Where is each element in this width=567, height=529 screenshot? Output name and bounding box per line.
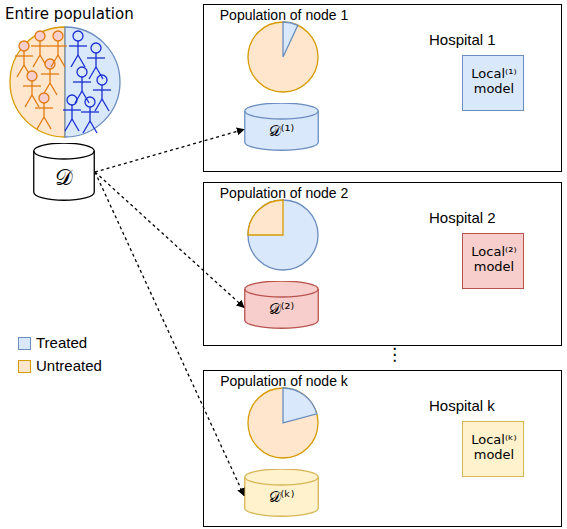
- node-heading: Population of node k: [204, 373, 364, 389]
- ellipsis-mark: ⋮: [386, 345, 406, 365]
- node-box: Population of node 2 Hospital 2 𝒟⁽²⁾ Local⁽…: [203, 182, 562, 346]
- legend-label: Treated: [36, 334, 156, 351]
- model-label: Local⁽²⁾ model: [463, 245, 525, 275]
- pie-chart: [248, 22, 318, 92]
- database-cylinder: 𝒟: [33, 143, 95, 201]
- people-figures: [15, 31, 111, 133]
- model-label: Local⁽ᵏ⁾ model: [463, 433, 525, 463]
- node-box: Population of node k Hospital k 𝒟⁽ᵏ⁾ Local⁽…: [203, 370, 562, 527]
- pie-chart: [248, 388, 318, 458]
- hospital-label: Hospital 2: [429, 209, 539, 226]
- hospital-label: Hospital 1: [429, 31, 539, 48]
- legend-swatch: [18, 360, 31, 373]
- hospital-label: Hospital k: [429, 397, 539, 414]
- database-cylinder: 𝒟⁽ᵏ⁾: [244, 469, 319, 517]
- legend-label: Untreated: [36, 357, 156, 374]
- dataset-label: 𝒟: [33, 165, 95, 190]
- dataset-label: 𝒟⁽¹⁾: [244, 123, 319, 140]
- local-model-box: Local⁽²⁾ model: [462, 233, 524, 289]
- dashed-arrow: [95, 129, 244, 172]
- legend-swatch: [18, 337, 31, 350]
- population-title: Entire population: [5, 6, 165, 23]
- pie-chart: [248, 200, 318, 270]
- node-box: Population of node 1 Hospital 1 𝒟⁽¹⁾ Local⁽…: [203, 4, 562, 172]
- dashed-arrow: [95, 172, 244, 307]
- local-model-box: Local⁽ᵏ⁾ model: [462, 421, 524, 477]
- dashed-arrow: [95, 172, 244, 495]
- model-label: Local⁽¹⁾ model: [463, 67, 525, 97]
- dataset-label: 𝒟⁽²⁾: [244, 301, 319, 318]
- node-heading: Population of node 1: [204, 7, 364, 23]
- local-model-box: Local⁽¹⁾ model: [462, 55, 524, 111]
- dataset-label: 𝒟⁽ᵏ⁾: [244, 489, 319, 506]
- node-heading: Population of node 2: [204, 185, 364, 201]
- database-cylinder: 𝒟⁽²⁾: [244, 281, 319, 329]
- database-cylinder: 𝒟⁽¹⁾: [244, 103, 319, 151]
- population-circle: [10, 27, 120, 137]
